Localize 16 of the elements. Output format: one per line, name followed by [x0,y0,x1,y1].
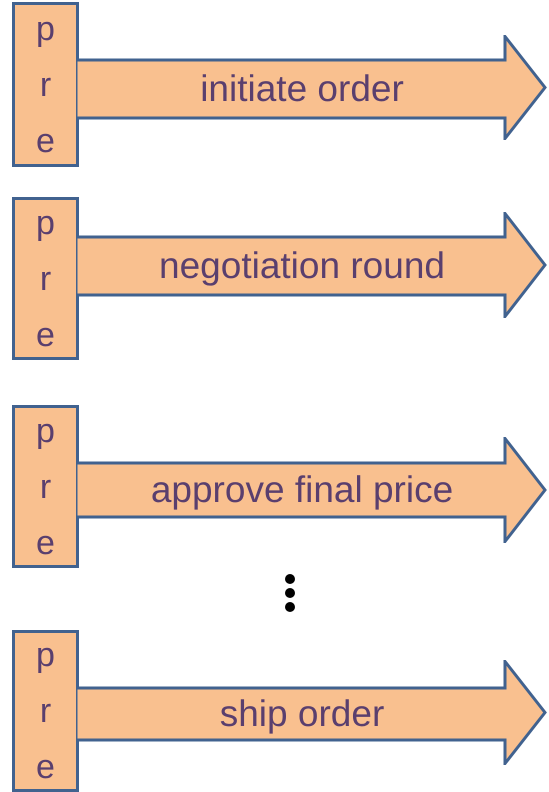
block-arrow [76,35,547,140]
step-label: negotiation round [159,245,445,287]
precondition-box [12,2,79,167]
box-label: pre [35,635,56,788]
precondition-box [12,197,79,360]
precondition-box [12,405,79,568]
block-arrow [76,660,547,765]
step-label: ship order [220,693,384,735]
step-label: approve final price [150,469,454,511]
box-label: pre [35,202,56,356]
precondition-box [12,630,79,792]
block-arrow [76,212,547,318]
step-label: initiate order [200,68,404,110]
box-label: pre [35,8,56,162]
block-arrow [76,437,547,543]
box-label: pre [35,410,56,564]
